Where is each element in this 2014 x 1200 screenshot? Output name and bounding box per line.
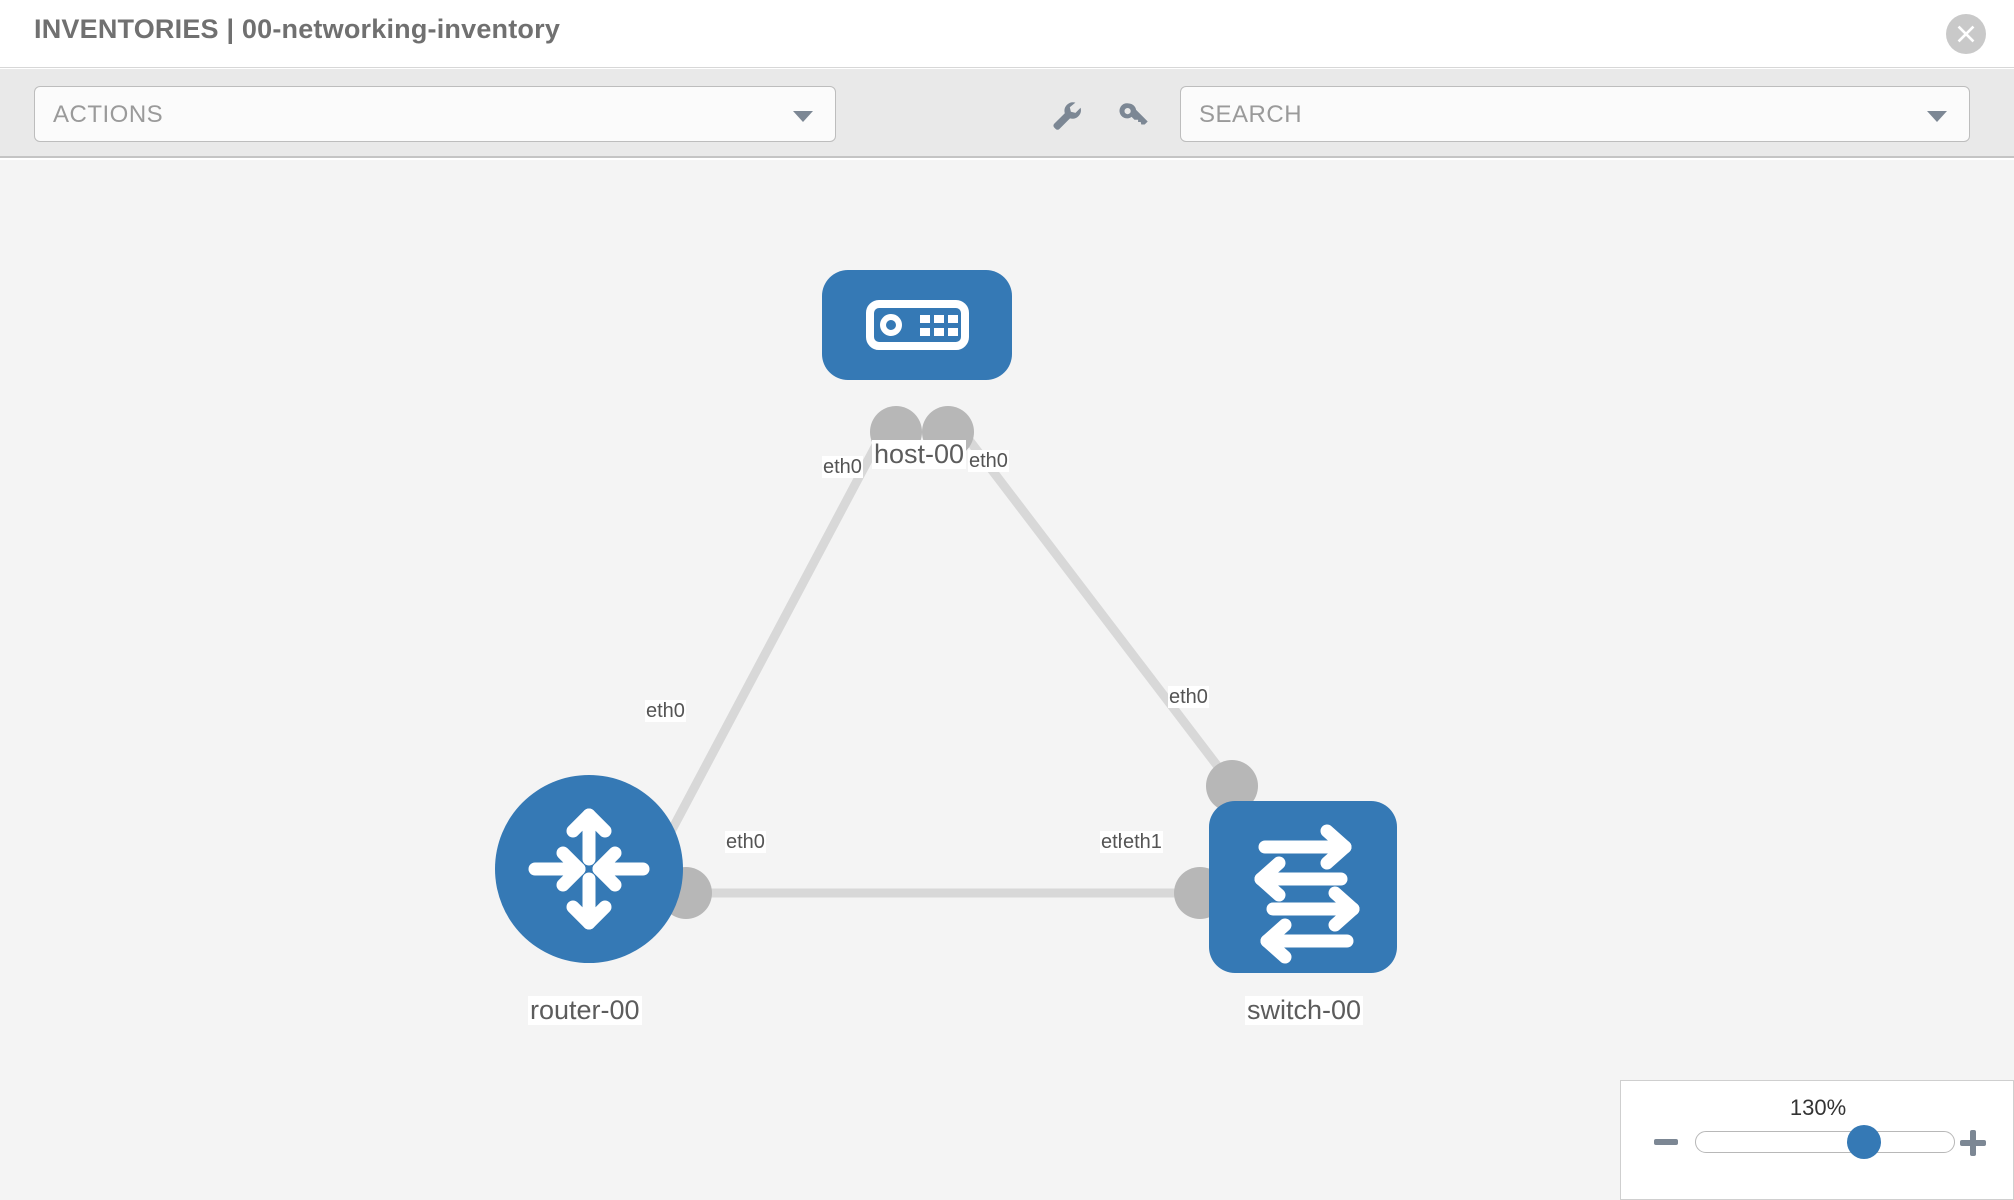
link-host-switch: [946, 412, 1236, 788]
edge-label-switch-left-b: eth1: [1122, 831, 1163, 854]
zoom-slider-track[interactable]: [1695, 1131, 1955, 1153]
topology-canvas[interactable]: host-00 router-00: [0, 160, 2014, 1200]
node-router-00[interactable]: [495, 775, 683, 963]
edge-label-router-right: eth0: [725, 831, 766, 854]
edge-label-host-left: eth0: [822, 456, 863, 479]
chevron-down-icon: [793, 111, 813, 122]
router-arrows-icon: [528, 808, 650, 930]
search-placeholder: SEARCH: [1199, 101, 1303, 128]
zoom-slider-thumb[interactable]: [1847, 1125, 1881, 1159]
link-host-router: [636, 412, 896, 893]
node-switch-00-shape[interactable]: [1209, 801, 1397, 973]
toolbar: ACTIONS SEARCH: [0, 69, 2014, 158]
search-input[interactable]: SEARCH: [1180, 86, 1970, 142]
zoom-out-button[interactable]: [1653, 1129, 1679, 1155]
node-router-00-label: router-00: [528, 995, 642, 1026]
zoom-level-value: 130%: [1789, 1095, 1847, 1120]
page-title: INVENTORIES | 00-networking-inventory: [34, 14, 561, 44]
server-icon: [866, 300, 969, 350]
edge-label-router-upper: eth0: [645, 700, 686, 723]
actions-dropdown[interactable]: ACTIONS: [34, 86, 836, 142]
connector-switch-top: [1206, 760, 1258, 812]
edge-label-switch-upper: eth0: [1168, 686, 1209, 709]
chevron-down-icon[interactable]: [1927, 111, 1947, 122]
wrench-icon[interactable]: [1046, 95, 1086, 135]
key-icon[interactable]: [1114, 95, 1154, 135]
node-switch-00[interactable]: [1209, 801, 1397, 973]
node-host-00[interactable]: [822, 270, 1012, 380]
zoom-in-button[interactable]: [1959, 1129, 1987, 1157]
edge-label-host-right: eth0: [968, 450, 1009, 473]
node-host-00-label: host-00: [872, 439, 967, 470]
actions-dropdown-label: ACTIONS: [53, 101, 164, 128]
node-switch-00-label: switch-00: [1245, 995, 1364, 1026]
close-icon[interactable]: [1946, 14, 1986, 54]
zoom-control: 130%: [1620, 1080, 2014, 1200]
node-router-00-shape[interactable]: [495, 775, 683, 963]
node-host-00-shape[interactable]: [822, 270, 1012, 380]
switch-arrows-icon: [1254, 824, 1360, 964]
page-header: INVENTORIES | 00-networking-inventory: [0, 0, 2014, 68]
